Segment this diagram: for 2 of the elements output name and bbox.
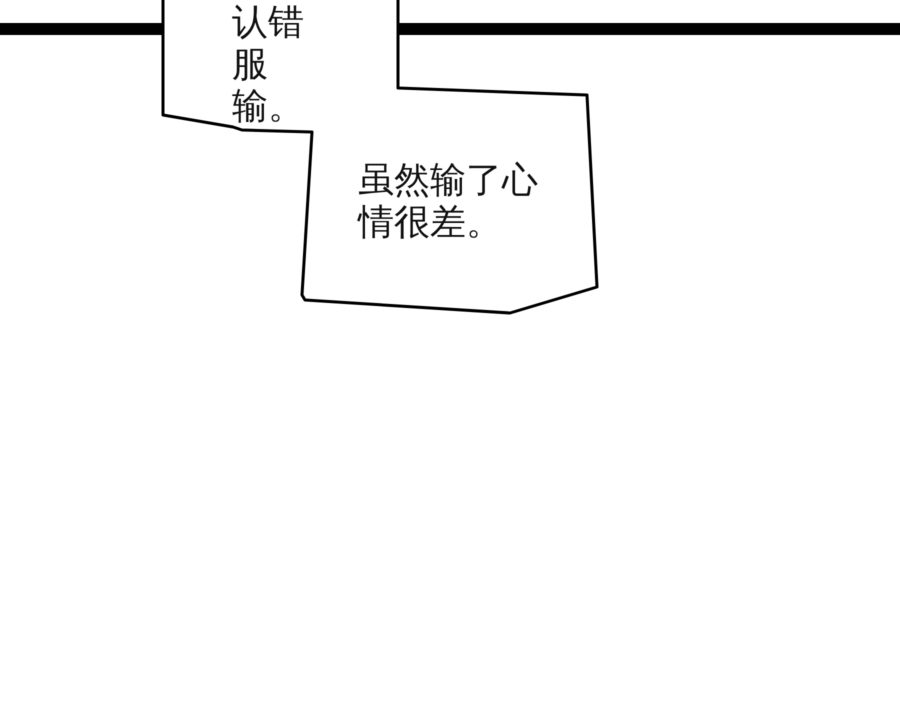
speech-text: 虽然输了心情很差。 — [358, 160, 539, 244]
speech-text: 认错服输。 — [232, 2, 305, 128]
